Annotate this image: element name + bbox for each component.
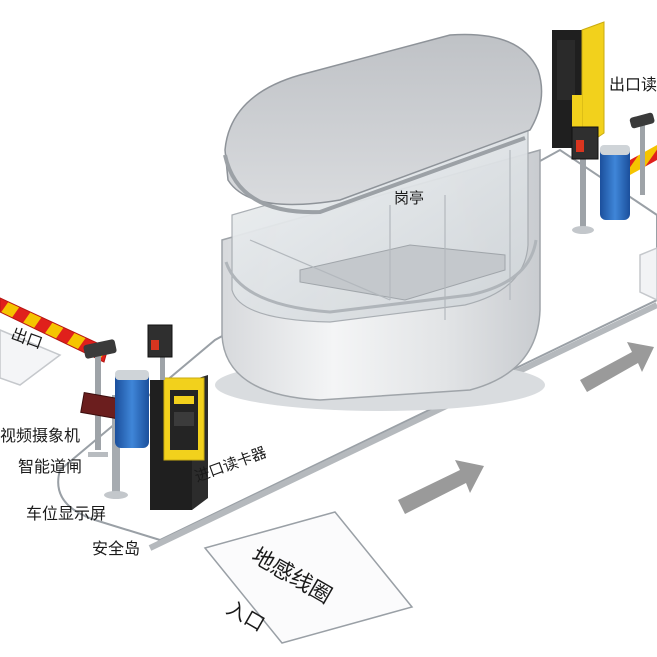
left-road-panel	[0, 329, 62, 386]
booth-mid-band	[224, 239, 538, 314]
entry-sign-post	[147, 324, 173, 380]
entry-card-reader	[150, 375, 208, 510]
camera-icon	[83, 339, 117, 359]
booth-roof-edge	[223, 136, 526, 215]
right-road-panel	[639, 247, 657, 301]
exit-reader-label: 出口读	[609, 75, 657, 94]
booth-roof	[224, 33, 543, 206]
ground-loop-panel	[203, 511, 414, 644]
display-label: 车位显示屏	[26, 504, 106, 523]
booth-counter	[299, 244, 506, 301]
safety-island-edge	[148, 302, 657, 551]
booth-label: 岗亭	[394, 189, 424, 207]
barrier-label: 智能道闸	[18, 457, 82, 476]
exit-camera-post	[629, 112, 655, 195]
booth: 岗亭	[215, 33, 545, 411]
camera-label: 视频摄象机	[0, 426, 80, 445]
road-arrows	[398, 342, 654, 514]
exit-sign-post	[571, 126, 599, 234]
entry-barrier-arm	[0, 297, 109, 363]
exit-card-reader	[552, 21, 605, 149]
direction-arrow-icon	[398, 460, 484, 514]
island-label: 安全岛	[92, 539, 140, 558]
direction-arrow-icon	[580, 342, 654, 392]
entry-barrier-gate	[115, 370, 149, 448]
camera-icon	[629, 112, 655, 129]
